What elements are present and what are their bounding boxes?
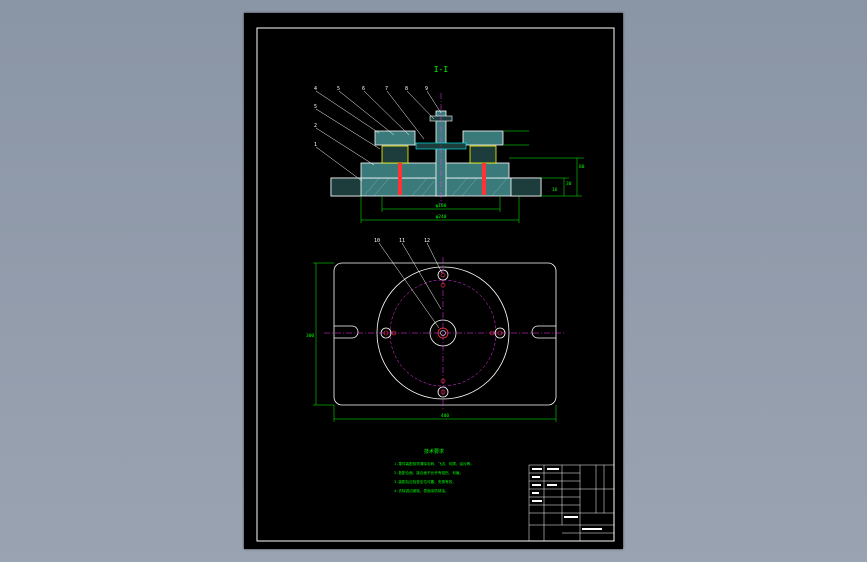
tb-mark-1: [532, 468, 542, 470]
tb-mark-2: [532, 476, 540, 478]
tech-title: 技术要求: [424, 448, 444, 455]
left-lug: [330, 177, 362, 197]
left-bolt: [398, 163, 402, 195]
drawing-sheet: I-I: [244, 13, 623, 549]
drawing-border: [256, 27, 615, 542]
leaders-top: [315, 90, 442, 182]
title-block-marks: [532, 468, 602, 530]
title-block: [528, 464, 615, 542]
fixture-drawing: I-I: [256, 27, 615, 542]
tech-note-3: 3.装配后应检查定位可靠，夹紧有效。: [394, 479, 456, 484]
balloon-10: 10: [374, 238, 380, 244]
section-view: [330, 93, 542, 205]
plan-dimensions: [313, 262, 557, 422]
right-slot: [531, 325, 556, 339]
right-lug: [510, 177, 542, 197]
right-clamp: [462, 130, 504, 146]
balloon-11: 11: [399, 238, 405, 244]
dim-width-400: 400: [441, 413, 449, 419]
tb-mark-7: [547, 484, 557, 486]
balloon-8: 8: [405, 86, 408, 92]
left-clamp: [374, 130, 416, 146]
balloon-5b: 5: [314, 104, 317, 110]
dim-height-300: 300: [306, 333, 314, 339]
middle-body: [360, 162, 510, 179]
balloon-5: 5: [337, 86, 340, 92]
tb-mark-5: [532, 500, 542, 502]
tech-note-4: 4.去除锐边倒钝，表面涂防锈油。: [394, 488, 449, 493]
section-dimensions: [360, 130, 584, 223]
balloon-1: 1: [314, 142, 317, 148]
right-support: [469, 145, 497, 164]
tb-mark-9: [582, 528, 602, 530]
dim-height-30: 30: [566, 181, 572, 187]
left-slot: [334, 325, 359, 339]
left-support: [381, 145, 409, 164]
tb-mark-6: [547, 468, 559, 470]
tech-note-1: 1.零件装配前须清除毛刺、飞边、切屑、油污等。: [394, 461, 474, 466]
tb-mark-3: [532, 484, 541, 486]
dim-height-16: 16: [552, 187, 558, 193]
section-dim-text: φ180 φ240 80 30 16: [436, 164, 585, 220]
tb-mark-4: [532, 492, 539, 494]
plan-balloons: 10 11 12: [374, 238, 430, 244]
right-bolt: [482, 163, 486, 195]
dim-phi-180: φ180: [436, 203, 447, 209]
tech-note-2: 2.各配合面、接合面不允许有碰伤、划痕。: [394, 470, 463, 475]
technical-requirements: 技术要求 1.零件装配前须清除毛刺、飞边、切屑、油污等。 2.各配合面、接合面不…: [394, 448, 474, 493]
balloon-9: 9: [425, 86, 428, 92]
balloon-2: 2: [314, 123, 317, 129]
balloon-12: 12: [424, 238, 430, 244]
section-label: I-I: [434, 65, 449, 74]
dim-height-80: 80: [579, 164, 585, 170]
dim-phi-240: φ240: [436, 214, 447, 220]
plan-leaders: [378, 242, 443, 329]
plan-outline: [333, 262, 557, 406]
plan-view: 10 11 12: [324, 238, 566, 409]
tb-mark-8: [564, 516, 578, 518]
balloons-top: 4 5 6 7 8 9 5 2 1: [314, 86, 428, 148]
balloon-7: 7: [385, 86, 388, 92]
balloon-6: 6: [362, 86, 365, 92]
balloon-4: 4: [314, 86, 317, 92]
plan-dim-text: 400 300: [306, 333, 449, 419]
